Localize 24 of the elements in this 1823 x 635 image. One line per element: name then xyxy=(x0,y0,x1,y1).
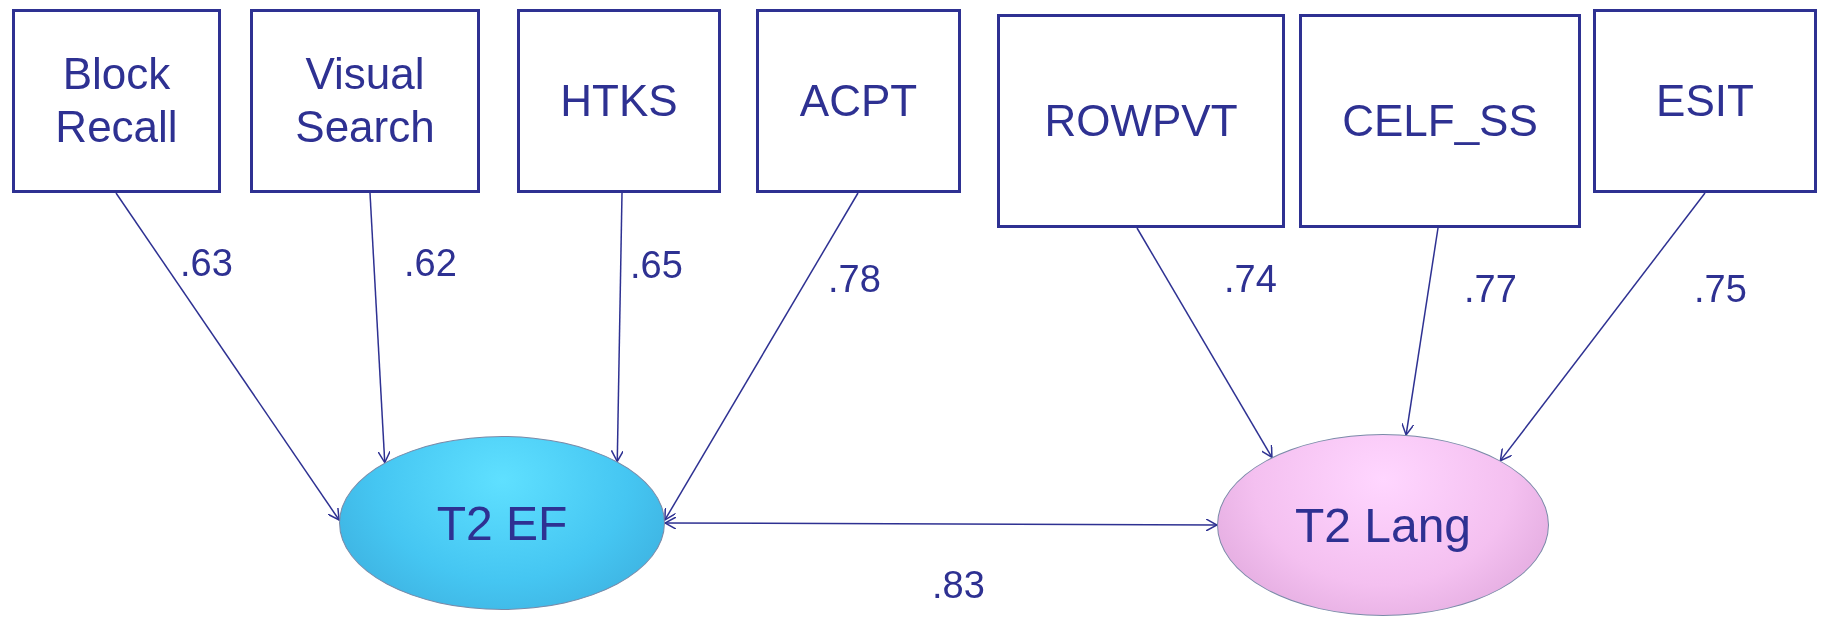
indicator-label: HTKS xyxy=(560,74,678,127)
arrow xyxy=(1401,227,1439,436)
indicator-box xyxy=(12,9,221,193)
latent-variable-label: T2 Lang xyxy=(1294,497,1472,553)
indicator-box xyxy=(250,9,480,193)
arrow xyxy=(1136,227,1273,459)
indicator-box xyxy=(756,9,961,193)
indicator-label: Visual Search xyxy=(294,48,436,153)
indicator-box xyxy=(1299,14,1581,228)
indicator-label: ACPT xyxy=(799,74,918,127)
arrow xyxy=(610,192,625,463)
latent-variable-label: T2 EF xyxy=(436,495,568,551)
arrow xyxy=(369,192,391,464)
arrow xyxy=(664,192,859,521)
double-headed-arrow xyxy=(664,516,1218,532)
indicator-box xyxy=(517,9,721,193)
indicator-box xyxy=(1593,9,1817,193)
indicator-box xyxy=(997,14,1285,228)
indicator-label: Block Recall xyxy=(54,48,179,153)
indicator-label: CELF_SS xyxy=(1342,94,1538,147)
indicator-label: ESIT xyxy=(1656,74,1754,127)
arrow xyxy=(115,192,340,521)
arrow xyxy=(1499,192,1706,462)
indicator-label: ROWPVT xyxy=(1044,94,1238,147)
